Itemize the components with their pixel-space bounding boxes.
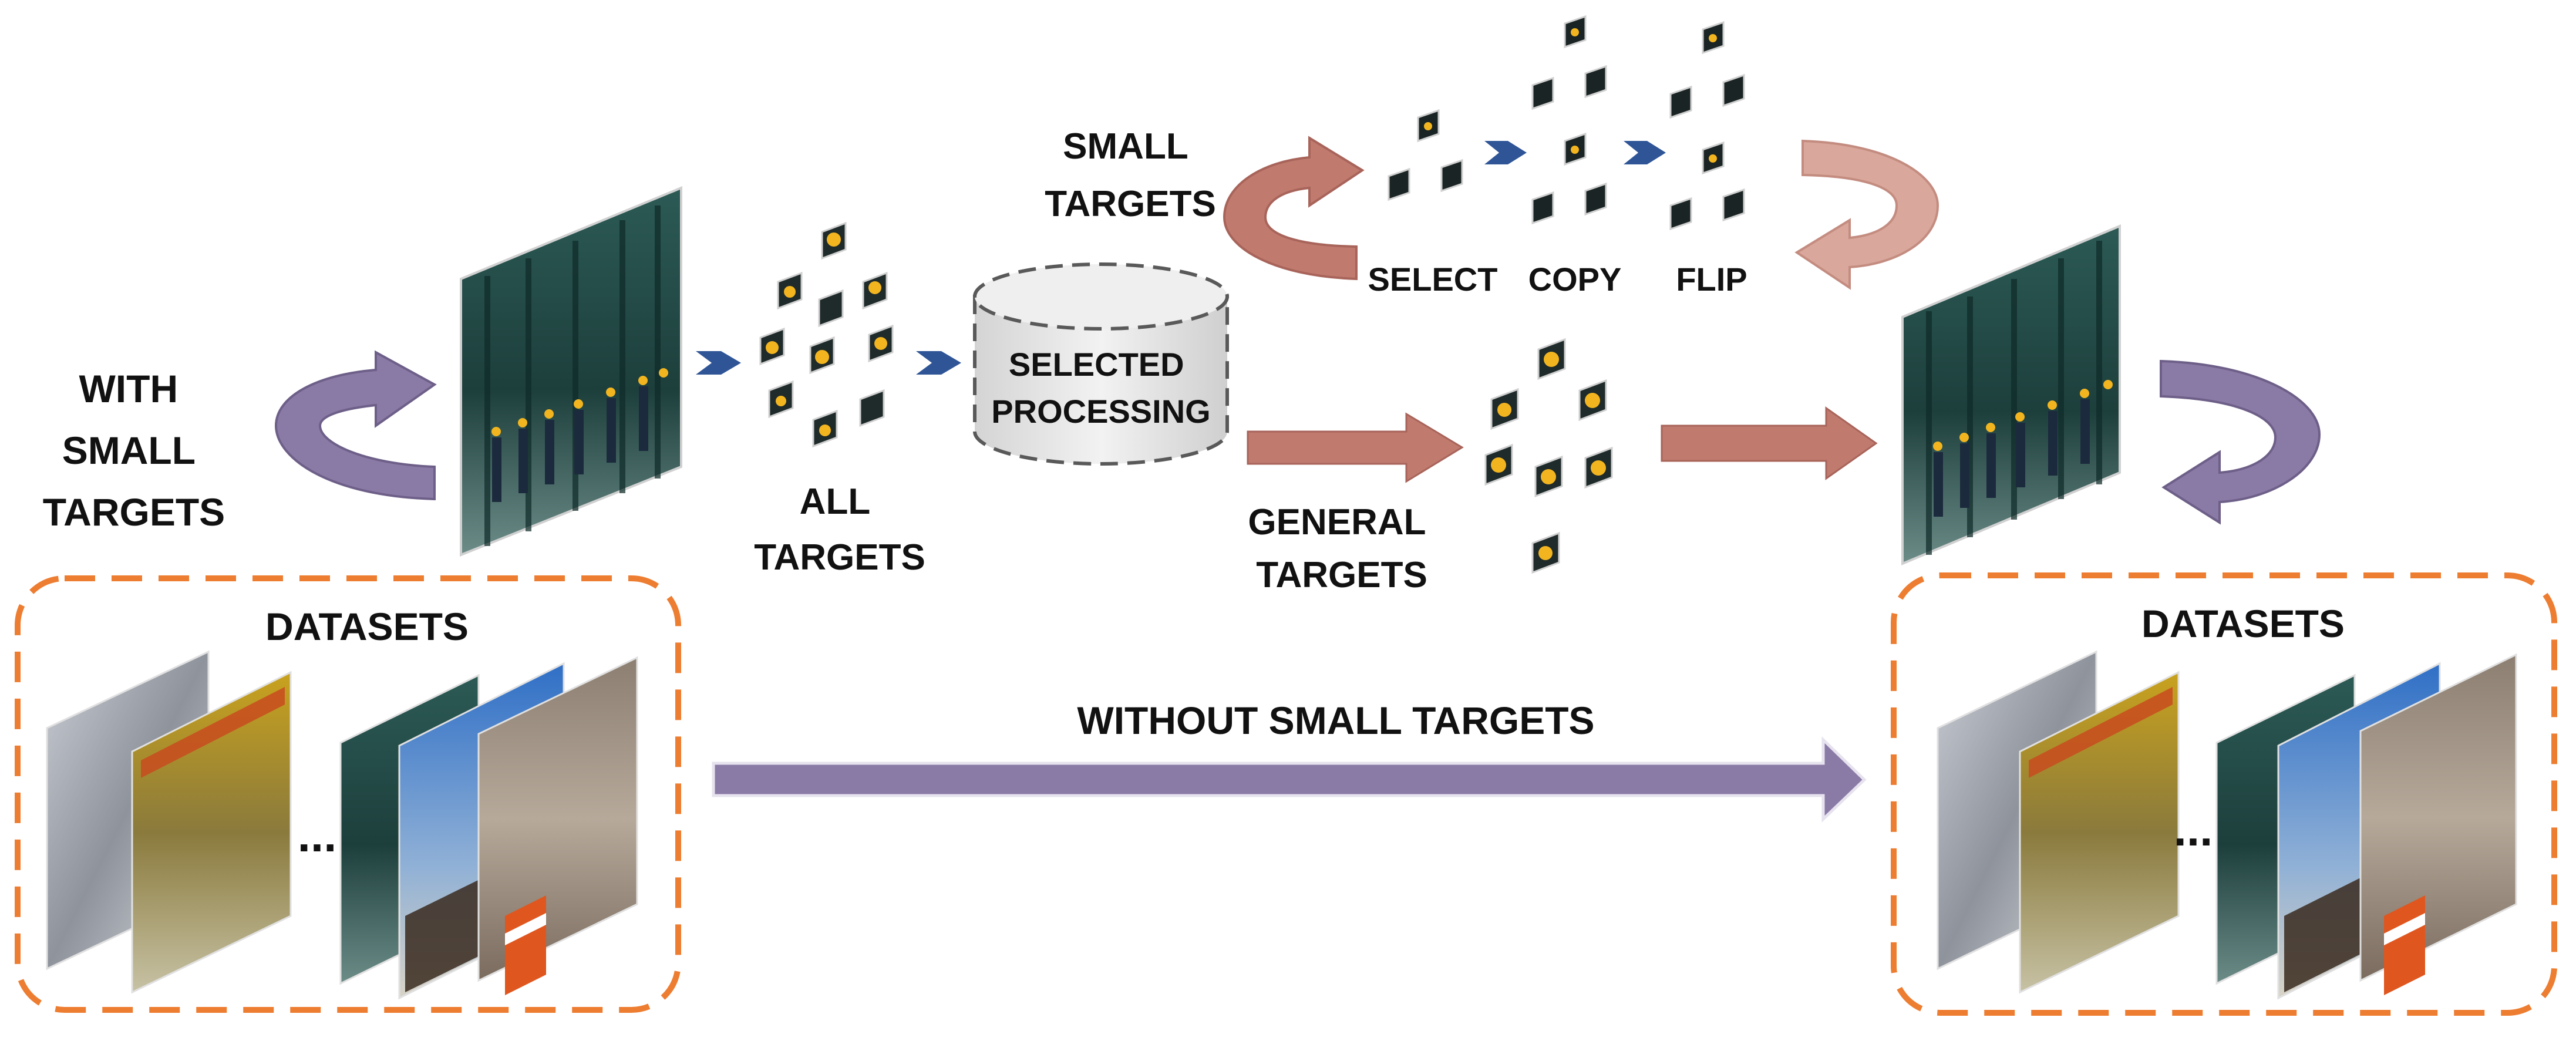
chevron-icon — [916, 351, 961, 375]
all-targets-cluster — [759, 221, 894, 448]
select-label: SELECT — [1368, 261, 1498, 298]
target-dot — [1571, 28, 1579, 36]
copy-cluster — [1531, 15, 1607, 225]
selected-processing-label: SELECTED PROCESSING — [991, 346, 1210, 430]
target-dot — [1571, 146, 1579, 154]
flip-label: FLIP — [1676, 261, 1747, 298]
general-targets-label: GENERAL TARGETS — [1248, 502, 1435, 595]
datasets-left-label: DATASETS — [265, 605, 469, 648]
with-small-targets-label: WITH SMALL TARGETS — [43, 367, 225, 534]
target-dot — [1709, 154, 1717, 163]
ellipsis-left: ... — [298, 809, 337, 861]
flip-return-curved-arrow — [1794, 139, 1939, 290]
chevron-icon — [1624, 141, 1666, 164]
selected-processing-cylinder — [973, 262, 1229, 466]
target-dot — [1709, 34, 1717, 42]
datasets-right-label: DATASETS — [2141, 602, 2345, 645]
general-arrow-2 — [1661, 406, 1878, 480]
ellipsis-right: ... — [2174, 803, 2213, 855]
all-targets-label: ALL TARGETS — [754, 481, 925, 578]
dataset-images-right — [1937, 650, 2517, 1000]
datasets-box-right — [1891, 572, 2557, 1016]
dataset-images-left — [46, 650, 638, 1000]
without-small-targets-label: WITHOUT SMALL TARGETS — [1077, 699, 1594, 742]
small-targets-label: SMALL TARGETS — [1045, 126, 1216, 224]
chevron-icon — [1484, 141, 1527, 164]
target-dot — [1424, 122, 1432, 130]
flip-cluster — [1669, 21, 1745, 231]
select-cluster — [1388, 109, 1463, 201]
without-small-targets-arrow — [712, 736, 1867, 823]
left-curved-arrow — [274, 350, 437, 501]
source-image — [460, 186, 682, 557]
result-image — [1901, 224, 2121, 566]
small-targets-curved-arrow — [1223, 136, 1365, 281]
right-curved-arrow — [2160, 359, 2321, 525]
general-targets-cluster — [1484, 338, 1613, 574]
chevron-icon — [696, 351, 741, 375]
general-arrow-1 — [1247, 412, 1464, 483]
datasets-box-left — [15, 575, 681, 1013]
copy-label: COPY — [1528, 261, 1622, 298]
